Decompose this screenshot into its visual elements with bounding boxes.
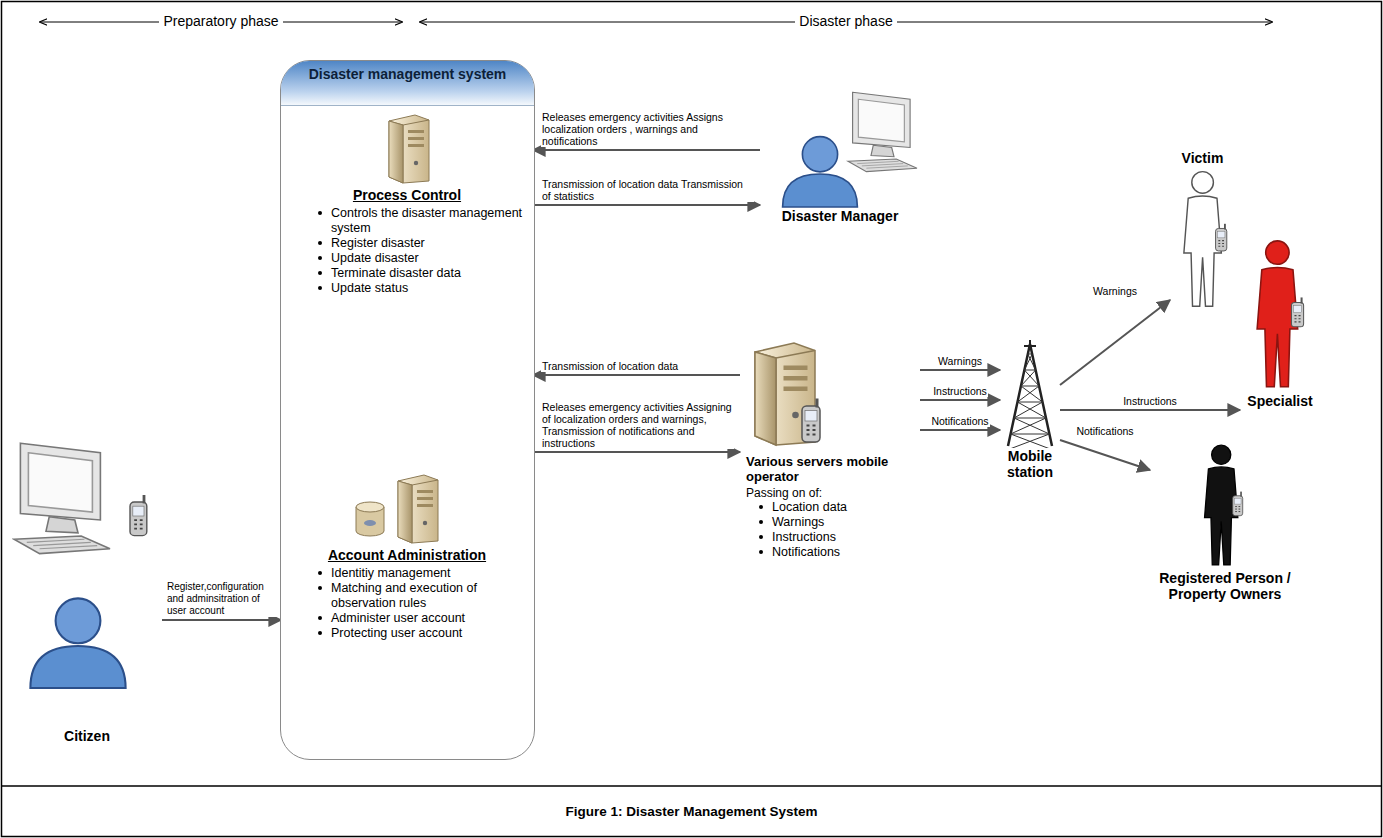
bullet-item: Controls the disaster management system [317, 206, 523, 236]
list-intro: Passing on of: [746, 486, 920, 500]
edge-label: Releases emergency activities Assigns lo… [541, 111, 754, 147]
connector-arrow [1060, 300, 1170, 385]
actor-icon [1240, 235, 1320, 393]
bullet-item: Matching and execution of observation ru… [317, 581, 523, 611]
actor-figure: Specialist [1240, 235, 1320, 430]
bullet-item: Register disaster [317, 236, 523, 251]
system-container: Disaster management systemProcess Contro… [280, 60, 535, 760]
server-icon [377, 111, 437, 185]
edge-label: Transmission of location data Transmissi… [541, 178, 754, 202]
component-heading: Various servers mobile operator [746, 454, 920, 484]
server-node: Account AdministrationIdentitiy manageme… [281, 471, 533, 751]
component-heading: Account Administration [281, 547, 533, 563]
server-icon [352, 471, 462, 545]
container-title: Disaster management system [281, 61, 534, 83]
bullet-item: Administer user account [317, 611, 523, 626]
component-heading: Process Control [281, 187, 533, 203]
connector-arrow [533, 204, 760, 206]
connector-arrow [1060, 409, 1240, 411]
container-header: Disaster management system [281, 61, 534, 106]
server-node: Process ControlControls the disaster man… [281, 111, 533, 461]
edge-label: Notifications [930, 415, 989, 427]
bullet-item: Terminate disaster data [317, 266, 523, 281]
edge-label: Releases emergency activities Assigning … [541, 401, 734, 449]
actor-label: Disaster Manager [760, 208, 920, 224]
edge-label: Instructions [1122, 395, 1178, 407]
actor-label: Victim [1170, 150, 1235, 166]
actor-figure: Mobile station [1000, 340, 1060, 482]
connector-arrow [533, 374, 740, 376]
edge-label: Warnings [1092, 285, 1138, 297]
connector-arrow [533, 451, 740, 453]
bullet-item: Protecting user account [317, 626, 523, 641]
edge-label: Notifications [1075, 425, 1134, 437]
server-node: Various servers mobile operatorPassing o… [740, 340, 920, 600]
actor-icon [760, 90, 920, 208]
connector-arrow [920, 369, 1000, 371]
actor-figure: Citizen [12, 440, 162, 760]
edge-label: Warnings [937, 355, 983, 367]
edge-label: Register,configuration and adminsitratio… [166, 581, 279, 617]
actor-label: Citizen [12, 728, 162, 744]
edge-label: Instructions [932, 385, 988, 397]
connector-arrow [533, 149, 760, 151]
actor-figure: Victim [1170, 150, 1235, 320]
actor-icon [1170, 166, 1235, 314]
bullet-item: Location data [758, 500, 910, 515]
caption-rule [2, 785, 1382, 787]
server-icon [740, 340, 920, 452]
bullet-item: Update status [317, 281, 523, 296]
edge-label: Transmission of location data [541, 360, 734, 372]
bullet-item: Warnings [758, 515, 910, 530]
actor-icon [12, 440, 162, 728]
actor-icon [1000, 340, 1060, 448]
connector-arrow [920, 399, 1000, 401]
actor-label: Specialist [1240, 393, 1320, 409]
bullet-item: Instructions [758, 530, 910, 545]
bullet-item: Identitiy management [317, 566, 523, 581]
bullet-item: Notifications [758, 545, 910, 560]
actor-label: Mobile station [1000, 448, 1060, 480]
bullet-item: Update disaster [317, 251, 523, 266]
actor-icon [1150, 440, 1300, 570]
phase-label: Disaster phase [795, 13, 896, 29]
connector-arrow [920, 429, 1000, 431]
connector-arrow [1060, 440, 1150, 470]
actor-label: Registered Person / Property Owners [1150, 570, 1300, 602]
phase-label: Preparatory phase [159, 13, 282, 29]
actor-figure: Disaster Manager [760, 90, 920, 245]
connector-arrow [162, 619, 281, 621]
actor-figure: Registered Person / Property Owners [1150, 440, 1300, 610]
figure-caption: Figure 1: Disaster Management System [0, 804, 1383, 819]
